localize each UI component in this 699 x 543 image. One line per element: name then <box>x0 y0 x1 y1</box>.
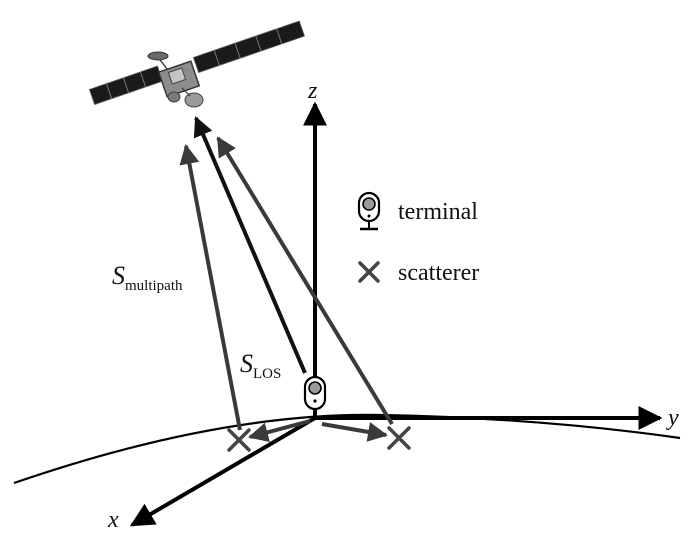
los-label: SLOS <box>240 349 281 382</box>
multipath-label: Smultipath <box>112 261 183 294</box>
satellite-icon <box>88 20 306 108</box>
legend-terminal-label: terminal <box>398 199 478 225</box>
earth-surface-curve <box>13 413 681 485</box>
ground-reflection-right <box>321 422 388 442</box>
ground-reflection-left <box>248 419 311 443</box>
multipath-label-main: S <box>112 261 125 290</box>
los-label-sub: LOS <box>253 366 281 382</box>
multipath-left <box>179 144 242 431</box>
y-axis-label: y <box>666 405 679 431</box>
legend-scatterer-label: scatterer <box>398 260 479 286</box>
legend: terminal scatterer <box>357 191 479 286</box>
coordinate-axes <box>129 101 663 527</box>
cross-icon <box>387 426 411 450</box>
terminal-icon <box>357 191 381 231</box>
x-axis-label: x <box>107 507 119 533</box>
z-axis-label: z <box>307 78 318 104</box>
multipath-right <box>216 136 394 426</box>
los-path <box>193 116 307 374</box>
cross-icon <box>358 261 380 283</box>
x-axis <box>129 416 317 527</box>
los-label-main: S <box>240 349 253 378</box>
terminal-icon <box>303 375 327 411</box>
cross-icon <box>227 428 251 452</box>
multipath-label-sub: multipath <box>125 278 183 294</box>
